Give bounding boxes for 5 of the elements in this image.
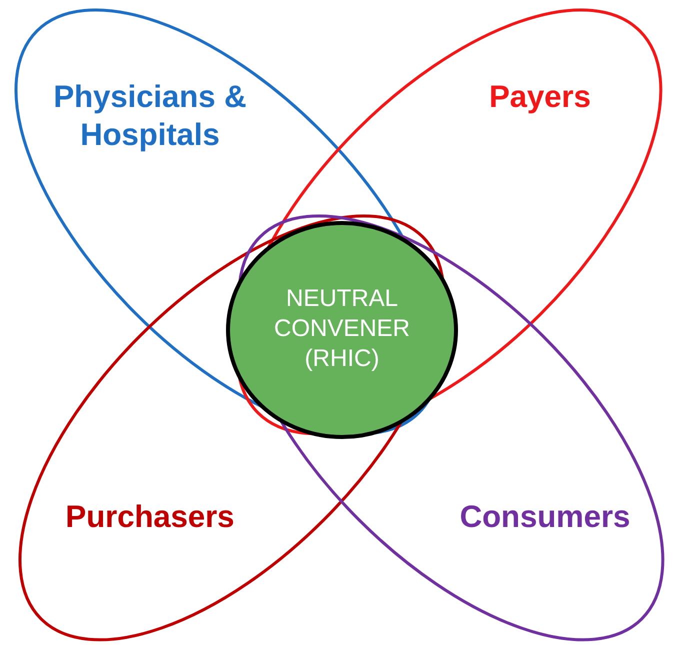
center-label: NEUTRAL CONVENER (RHIC) (272, 284, 412, 374)
group-label: Physicians & Hospitals (52, 78, 248, 154)
group-label: Consumers (458, 498, 632, 536)
group-label: Purchasers (64, 498, 236, 536)
group-label: Payers (488, 78, 592, 116)
